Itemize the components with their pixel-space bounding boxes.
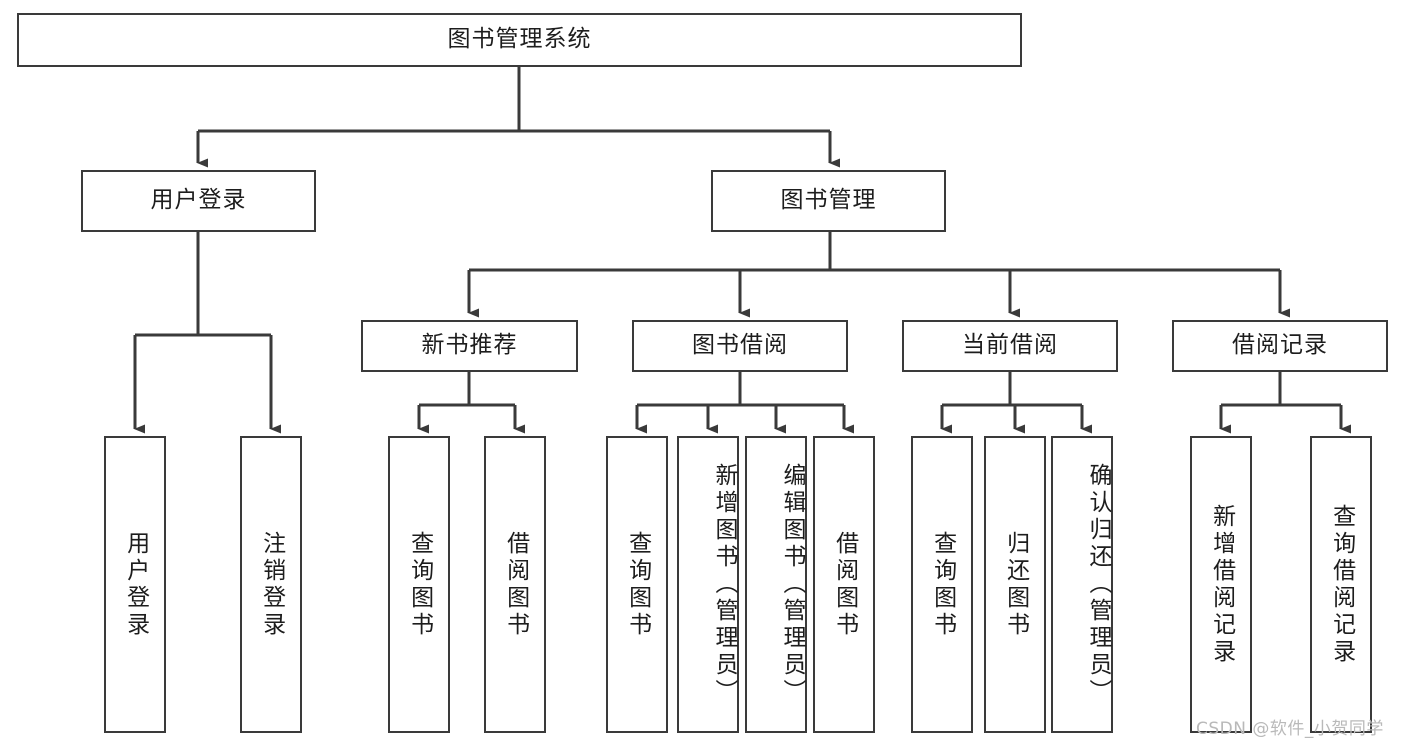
node-leaf-9[interactable]: 查询图书: [911, 436, 973, 733]
node-leaf-label: 借阅图书: [831, 530, 858, 639]
node-leaf-label: 注销登录: [258, 530, 285, 639]
node-level2-1[interactable]: 用户登录: [81, 170, 316, 232]
csdn-watermark: CSDN @软件_小贺同学: [1196, 719, 1384, 739]
node-leaf-8[interactable]: 借阅图书: [813, 436, 875, 733]
node-level3-3[interactable]: 当前借阅: [902, 320, 1118, 372]
node-leaf-4[interactable]: 借阅图书: [484, 436, 546, 733]
node-root[interactable]: 图书管理系统: [17, 13, 1022, 67]
node-leaf-label: 新增图书（管理员）: [711, 463, 737, 706]
node-leaf-11[interactable]: 确认归还（管理员）: [1051, 436, 1113, 733]
node-leaf-13[interactable]: 查询借阅记录: [1310, 436, 1372, 733]
node-leaf-7[interactable]: 编辑图书（管理员）: [745, 436, 807, 733]
node-level2-label: 用户登录: [150, 187, 247, 214]
node-level2-2[interactable]: 图书管理: [711, 170, 946, 232]
node-leaf-label: 查询图书: [624, 530, 651, 639]
node-root-label: 图书管理系统: [447, 26, 592, 53]
node-level3-4[interactable]: 借阅记录: [1172, 320, 1388, 372]
node-leaf-label: 查询图书: [406, 530, 433, 639]
node-leaf-1[interactable]: 用户登录: [104, 436, 166, 733]
node-leaf-12[interactable]: 新增借阅记录: [1190, 436, 1252, 733]
node-level3-label: 当前借阅: [962, 332, 1058, 359]
node-level2-label: 图书管理: [780, 187, 877, 214]
node-leaf-2[interactable]: 注销登录: [240, 436, 302, 733]
node-leaf-label: 查询借阅记录: [1328, 503, 1355, 666]
node-leaf-label: 新增借阅记录: [1208, 503, 1235, 666]
node-leaf-10[interactable]: 归还图书: [984, 436, 1046, 733]
node-level3-label: 图书借阅: [692, 332, 788, 359]
node-level3-1[interactable]: 新书推荐: [361, 320, 578, 372]
node-leaf-label: 用户登录: [122, 530, 149, 639]
node-level3-2[interactable]: 图书借阅: [632, 320, 848, 372]
node-level3-label: 借阅记录: [1232, 332, 1328, 359]
node-leaf-label: 查询图书: [929, 530, 956, 639]
node-leaf-label: 借阅图书: [502, 530, 529, 639]
node-leaf-label: 编辑图书（管理员）: [779, 463, 805, 706]
node-leaf-3[interactable]: 查询图书: [388, 436, 450, 733]
node-level3-label: 新书推荐: [421, 332, 518, 359]
node-leaf-label: 确认归还（管理员）: [1085, 463, 1111, 706]
node-leaf-6[interactable]: 新增图书（管理员）: [677, 436, 739, 733]
node-leaf-label: 归还图书: [1002, 530, 1029, 639]
node-leaf-5[interactable]: 查询图书: [606, 436, 668, 733]
